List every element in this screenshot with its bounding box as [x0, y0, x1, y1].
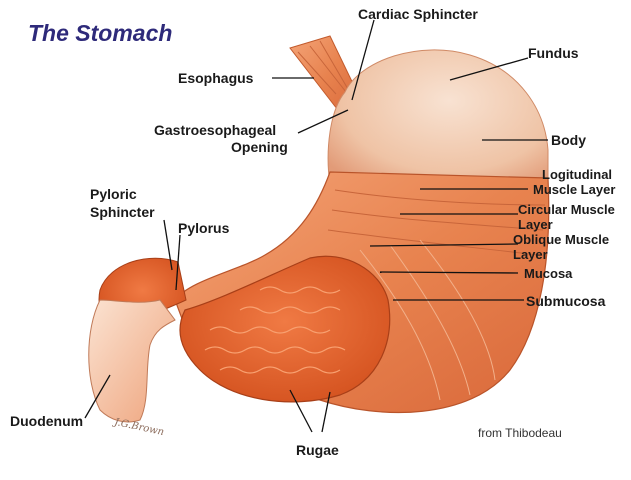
label-mucosa: Mucosa: [524, 266, 573, 281]
label-oblique-1: Oblique Muscle: [513, 232, 610, 247]
rugae-folds: [204, 286, 346, 374]
source-credit: from Thibodeau: [478, 426, 562, 440]
label-esophagus: Esophagus: [178, 70, 254, 86]
label-circular-2: Layer: [518, 217, 553, 232]
label-oblique-2: Layer: [513, 247, 548, 262]
label-duodenum: Duodenum: [10, 413, 84, 429]
label-gastroesophageal: Gastroesophageal: [154, 122, 277, 138]
label-pylorus: Pylorus: [178, 220, 230, 236]
label-gastroesophageal-opening: Opening: [231, 139, 288, 155]
mucosa-inner: [179, 255, 391, 403]
duodenum-tube: [88, 299, 176, 423]
label-pyloric: Pyloric: [90, 186, 137, 202]
label-longitudinal-2: Muscle Layer: [533, 182, 616, 197]
leader-lines: [84, 19, 548, 433]
label-submucosa: Submucosa: [526, 293, 606, 309]
label-rugae: Rugae: [296, 442, 339, 458]
label-circular-1: Circular Muscle: [518, 202, 615, 217]
label-fundus: Fundus: [528, 45, 579, 61]
label-pyloric-sphincter: Sphincter: [90, 204, 155, 220]
label-body: Body: [551, 132, 586, 148]
fundus-region: [327, 49, 549, 196]
label-longitudinal-1: Logitudinal: [542, 167, 613, 182]
label-cardiac-sphincter: Cardiac Sphincter: [358, 6, 478, 22]
diagram-title: The Stomach: [28, 20, 173, 46]
